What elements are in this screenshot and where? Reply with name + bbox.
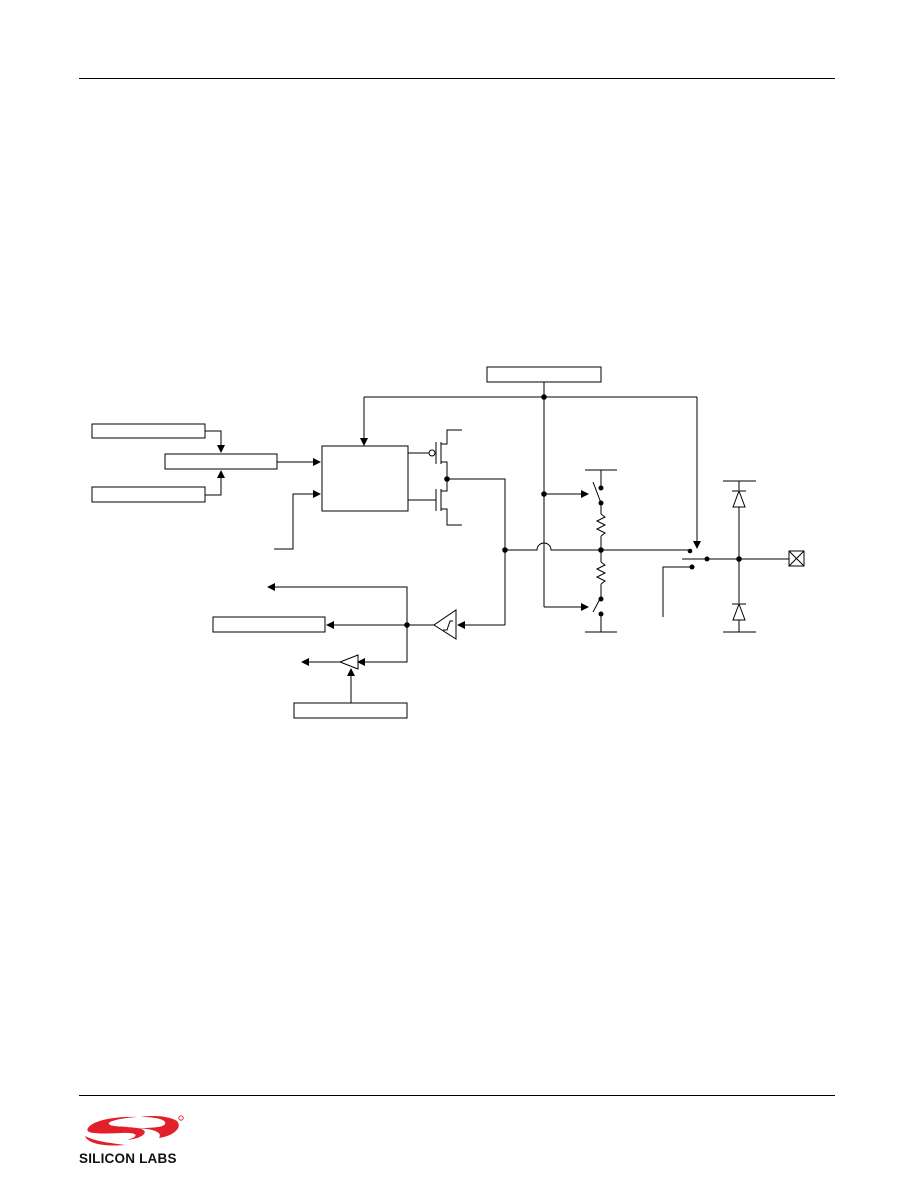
- io-pad: [788, 550, 805, 567]
- pad-line: [505, 542, 688, 551]
- esd-diode-top: [732, 489, 746, 508]
- pull-down-resistor: [595, 561, 607, 585]
- pmos-gate-bubble: [428, 449, 436, 457]
- logo-text: SILICON LABS: [79, 1151, 177, 1166]
- junction-dot: [541, 491, 547, 497]
- pull-up-resistor: [595, 513, 607, 537]
- driver-logic-block: [321, 445, 409, 512]
- silicon-labs-logo: SILICON LABS: [79, 1112, 189, 1170]
- junction-dot: [502, 547, 508, 553]
- esd-diode-bottom: [732, 602, 746, 621]
- schmitt-trigger-buffer: [433, 609, 457, 640]
- left-input-box-bottom: [91, 486, 206, 503]
- header-rule: [79, 78, 835, 79]
- left-middle-box: [164, 453, 278, 470]
- left-input-box-top: [91, 423, 206, 439]
- silicon-labs-wordmark: SILICON LABS: [79, 1150, 189, 1170]
- bottom-control-box: [293, 702, 408, 719]
- silicon-labs-swoosh-icon: [85, 1115, 184, 1146]
- input-register-box: [212, 616, 326, 633]
- footer-rule: [79, 1095, 835, 1096]
- gated-input-buffer: [338, 654, 359, 670]
- junction-dot: [444, 476, 450, 482]
- top-label-box: [486, 366, 602, 383]
